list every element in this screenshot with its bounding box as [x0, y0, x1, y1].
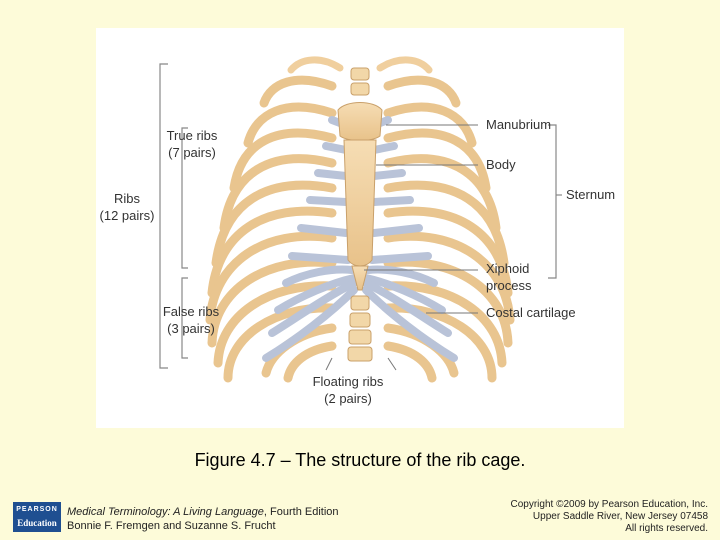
pearson-logo: PEARSON Education [13, 502, 61, 532]
book-edition: , Fourth Edition [263, 506, 339, 518]
label-costal-cartilage: Costal cartilage [486, 305, 576, 320]
copyright-line-1: Copyright ©2009 by Pearson Education, In… [510, 499, 709, 510]
label-floating-ribs: Floating ribs (2 pairs) [312, 374, 384, 406]
ribs-right [383, 75, 515, 383]
label-manubrium: Manubrium [486, 117, 552, 132]
book-title: Medical Terminology: A Living Language [67, 506, 264, 518]
right-bracket [548, 124, 562, 279]
label-true-ribs: True ribs (7 pairs) [166, 128, 218, 160]
sternum [337, 102, 383, 291]
logo-bottom-text: Education [17, 518, 57, 528]
copyright-line-3: All rights reserved. [625, 523, 708, 534]
label-ribs: Ribs (12 pairs) [99, 191, 155, 223]
rib-cage-figure: Ribs (12 pairs) True ribs (7 pairs) Fals… [96, 28, 624, 428]
leader-lines [325, 124, 478, 371]
rib-cage-illustration [159, 56, 562, 383]
label-sternum: Sternum [566, 187, 616, 202]
figure-caption: Figure 4.7 – The structure of the rib ca… [194, 450, 526, 470]
vertebral-column [347, 67, 373, 362]
label-xiphoid-process: Xiphoid process [486, 261, 532, 293]
book-title-line: Medical Terminology: A Living Language, … [67, 505, 339, 519]
book-authors: Bonnie F. Fremgen and Suzanne S. Frucht [67, 520, 276, 532]
manubrium-shape [337, 102, 383, 141]
copyright-line-2: Upper Saddle River, New Jersey 07458 [532, 511, 708, 522]
left-brackets [159, 63, 188, 369]
label-false-ribs: False ribs (3 pairs) [162, 304, 220, 336]
ribs-left [205, 75, 337, 383]
sternum-body-shape [343, 139, 377, 267]
label-body: Body [486, 157, 516, 172]
copyright: Copyright ©2009 by Pearson Education, In… [511, 499, 709, 535]
logo-top-text: PEARSON [16, 506, 58, 513]
book-credit: Medical Terminology: A Living Language, … [67, 505, 339, 533]
xiphoid-shape [351, 265, 369, 291]
